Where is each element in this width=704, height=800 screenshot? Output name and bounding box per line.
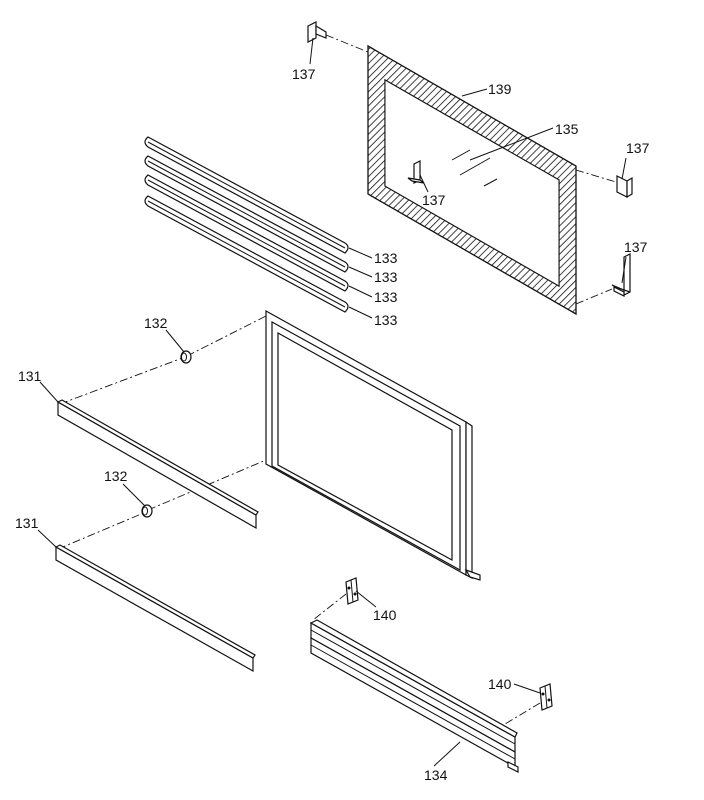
callout-140-right: 140 xyxy=(488,676,512,692)
door-frame xyxy=(265,309,481,581)
callout-134: 134 xyxy=(424,767,448,783)
bottom-channel-part xyxy=(309,619,519,773)
strip-part-2 xyxy=(144,155,349,273)
callout-137-right-bottom: 137 xyxy=(624,239,648,255)
callout-135: 135 xyxy=(555,121,579,137)
callout-140-left: 140 xyxy=(373,607,397,623)
trim-part-top xyxy=(56,399,259,530)
clip-part-top xyxy=(307,21,327,43)
glass-pane xyxy=(384,79,560,287)
hinge-part-right xyxy=(539,683,553,711)
cap-part-bottom xyxy=(141,504,153,518)
callout-137-top: 137 xyxy=(292,66,316,82)
clip-part-right-bottom xyxy=(611,253,631,297)
callout-131-bottom: 131 xyxy=(15,515,39,531)
callout-131-top: 131 xyxy=(18,368,42,384)
callout-133-b: 133 xyxy=(374,269,398,285)
strip-part-1 xyxy=(144,136,349,254)
clip-part-right-top xyxy=(616,175,633,199)
callout-132-bottom: 132 xyxy=(104,468,128,484)
callout-133-a: 133 xyxy=(374,250,398,266)
strip-part-3 xyxy=(144,174,349,292)
callout-139: 139 xyxy=(488,81,512,97)
strip-part-4 xyxy=(144,195,349,313)
cap-part-top xyxy=(180,350,192,364)
callout-133-c: 133 xyxy=(374,289,398,305)
hinge-part-left xyxy=(345,577,359,605)
callout-132-top: 132 xyxy=(144,315,168,331)
trim-part-bottom xyxy=(54,544,256,673)
callout-137-right-top: 137 xyxy=(626,140,650,156)
callout-133-d: 133 xyxy=(374,312,398,328)
callout-137-inner: 137 xyxy=(422,192,446,208)
